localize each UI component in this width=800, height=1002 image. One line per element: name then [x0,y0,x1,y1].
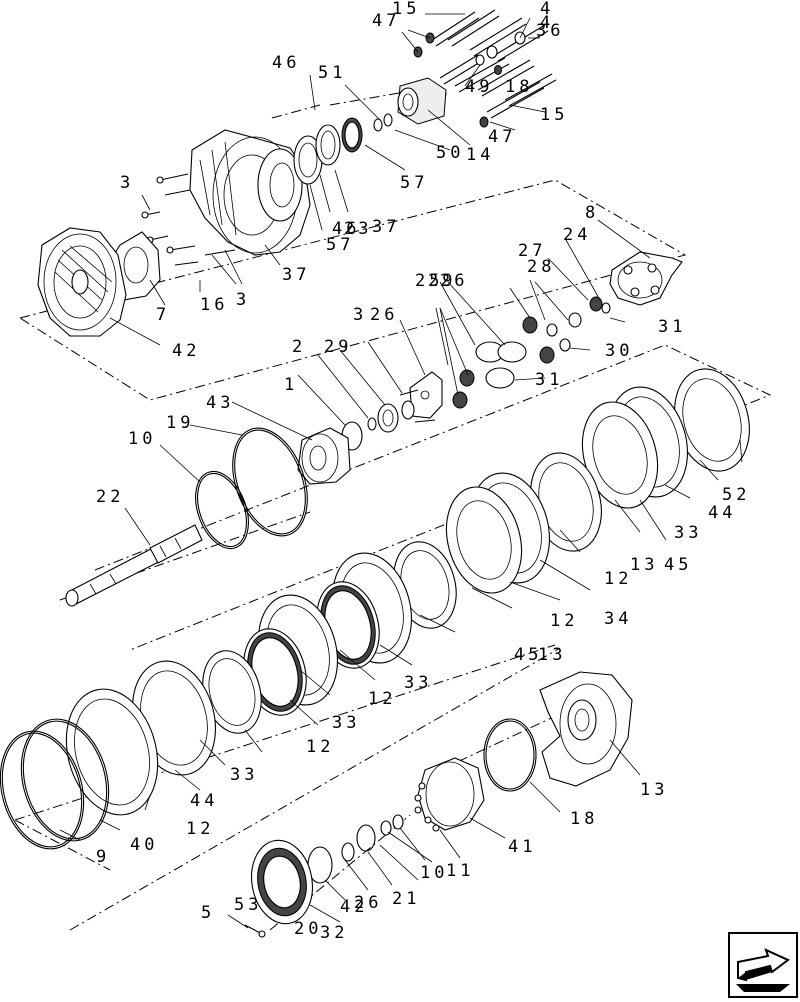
callout-label: 15 [540,105,568,125]
clutch-pack-lower [0,594,339,850]
callout-label: 29 [428,271,456,291]
callout-label: 26 [440,271,468,291]
callout-label: 44 [190,791,218,811]
upper-housing [37,113,393,337]
callout-label: 12 [306,737,334,757]
callout-label: 27 [518,241,546,261]
callout-label: 13 [538,645,566,665]
snap-rings [195,427,308,550]
callout-label: 5 [201,903,215,923]
callout-label: 4 [540,0,554,19]
callout-label: 41 [508,837,536,857]
callout-label: 16 [200,295,228,315]
callout-label: 20 [294,919,322,939]
callout-label: 53 [234,895,262,915]
callout-label: 9 [96,847,110,867]
callout-label: 10 [420,863,448,883]
next-page-button[interactable] [728,932,798,998]
callout-label: 49 [465,77,493,97]
callout-label: 26 [354,893,382,913]
shaft [65,524,203,607]
callout-label: 44 [708,503,736,523]
bolt-cluster [397,9,557,128]
callout-label: 34 [604,609,632,629]
callout-label: 37 [372,217,400,237]
callout-label: 46 [272,53,300,73]
callout-label: 33 [404,673,432,693]
callout-label: 4 [540,13,554,33]
callout-label: 26 [370,305,398,325]
callout-label: 11 [446,861,474,881]
callout-label: 1 [284,375,298,395]
callout-label: 46 [332,219,360,239]
callout-label: 37 [282,265,310,285]
callout-label: 30 [605,341,633,361]
callout-label: 24 [563,225,591,245]
callout-label: 12 [604,569,632,589]
callout-label: 32 [320,923,348,943]
callout-label: 3 [353,305,367,325]
callout-label: 7 [156,305,170,325]
callout-label: 51 [318,63,346,83]
callout-label: 8 [585,203,599,223]
callout-label: 2 [292,337,306,357]
callout-label: 45 [514,645,542,665]
hub-cluster [244,671,633,938]
callout-label: 23 [344,219,372,239]
callout-label: 15 [392,0,420,19]
callout-label: 42 [172,341,200,361]
callout-label: 18 [505,77,533,97]
callout-label: 12 [186,819,214,839]
callout-label: 18 [570,809,598,829]
clutch-pack-upper [316,368,750,669]
callout-label: 29 [324,337,352,357]
callout-label: 3 [236,290,250,310]
callout-label: 57 [326,235,354,255]
callout-label: 25 [415,271,443,291]
callout-label: 21 [392,889,420,909]
planetary-cluster [297,251,683,485]
leader-lines [59,13,743,929]
callout-label: 47 [488,127,516,147]
callout-label: 33 [674,523,702,543]
callout-label: 43 [206,393,234,413]
callout-label: 47 [372,11,400,31]
callout-label: 12 [550,611,578,631]
callout-label: 13 [640,780,668,800]
callout-label: 31 [535,370,563,390]
callout-label: 42 [340,897,368,917]
arrow-icon [728,932,798,998]
callout-label: 50 [436,143,464,163]
callout-label: 33 [230,765,258,785]
callout-label: 40 [130,835,158,855]
callout-label: 19 [166,413,194,433]
callout-label: 13 [630,555,658,575]
callout-label: 3 [120,173,134,193]
callout-label: 22 [96,487,124,507]
callout-label: 45 [664,555,692,575]
callout-label: 31 [658,317,686,337]
callout-label: 10 [128,429,156,449]
callout-label: 14 [466,145,494,165]
callout-label: 12 [368,689,396,709]
callout-label: 33 [332,713,360,733]
callout-label: 52 [722,485,750,505]
callout-label: 36 [536,21,564,41]
callout-label: 57 [400,173,428,193]
callout-label: 28 [527,257,555,277]
